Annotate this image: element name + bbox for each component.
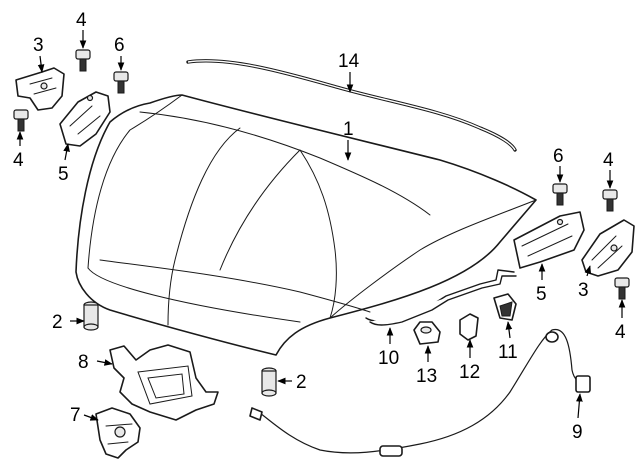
release-cable xyxy=(249,328,591,457)
callout-5-left: 5 xyxy=(58,164,69,185)
hinge-bracket-right xyxy=(513,211,585,269)
callout-14: 14 xyxy=(338,51,360,72)
callout-6-left: 6 xyxy=(114,35,125,56)
callout-3-left: 3 xyxy=(33,35,44,56)
hood-panel xyxy=(75,94,537,356)
callout-11: 11 xyxy=(498,342,518,363)
clip-12 xyxy=(459,313,479,341)
callout-labels: 1 2 2 3 3 4 4 4 4 5 5 6 6 7 8 9 10 11 12… xyxy=(13,10,626,443)
bolt-4b xyxy=(13,109,29,132)
hinge-bracket-left xyxy=(59,91,111,147)
bolt-4c xyxy=(602,189,618,212)
callout-2-right: 2 xyxy=(296,372,307,393)
hood-weatherstrip xyxy=(186,59,517,152)
clip-11 xyxy=(493,293,517,321)
hood-latch xyxy=(95,407,141,459)
callout-4-left: 4 xyxy=(13,150,24,171)
callout-4-top-right: 4 xyxy=(603,150,614,171)
callout-7: 7 xyxy=(70,405,81,426)
callout-4-top-left: 4 xyxy=(76,10,87,31)
callout-5-right: 5 xyxy=(536,284,547,305)
callout-8: 8 xyxy=(78,352,89,373)
callout-10: 10 xyxy=(378,348,399,369)
callout-12: 12 xyxy=(459,362,480,383)
callout-9: 9 xyxy=(572,422,583,443)
callout-13: 13 xyxy=(416,366,437,387)
bolt-6a xyxy=(113,71,129,94)
callout-1: 1 xyxy=(343,119,354,140)
latch-support xyxy=(109,344,219,421)
bolt-4d xyxy=(614,277,630,300)
callout-4-right: 4 xyxy=(615,322,626,343)
hood-bumper-right xyxy=(261,367,277,397)
bolt-4a xyxy=(75,49,91,72)
callout-2-left: 2 xyxy=(52,312,63,333)
hood-prop-rod xyxy=(365,269,517,326)
callout-3-right: 3 xyxy=(578,280,589,301)
hood-bumper-left xyxy=(83,301,99,331)
grommet-13 xyxy=(413,321,441,345)
bolt-6b xyxy=(552,183,568,206)
leader-lines xyxy=(16,30,626,421)
hood-hinge-left xyxy=(15,67,65,111)
callout-6-right: 6 xyxy=(553,146,564,167)
